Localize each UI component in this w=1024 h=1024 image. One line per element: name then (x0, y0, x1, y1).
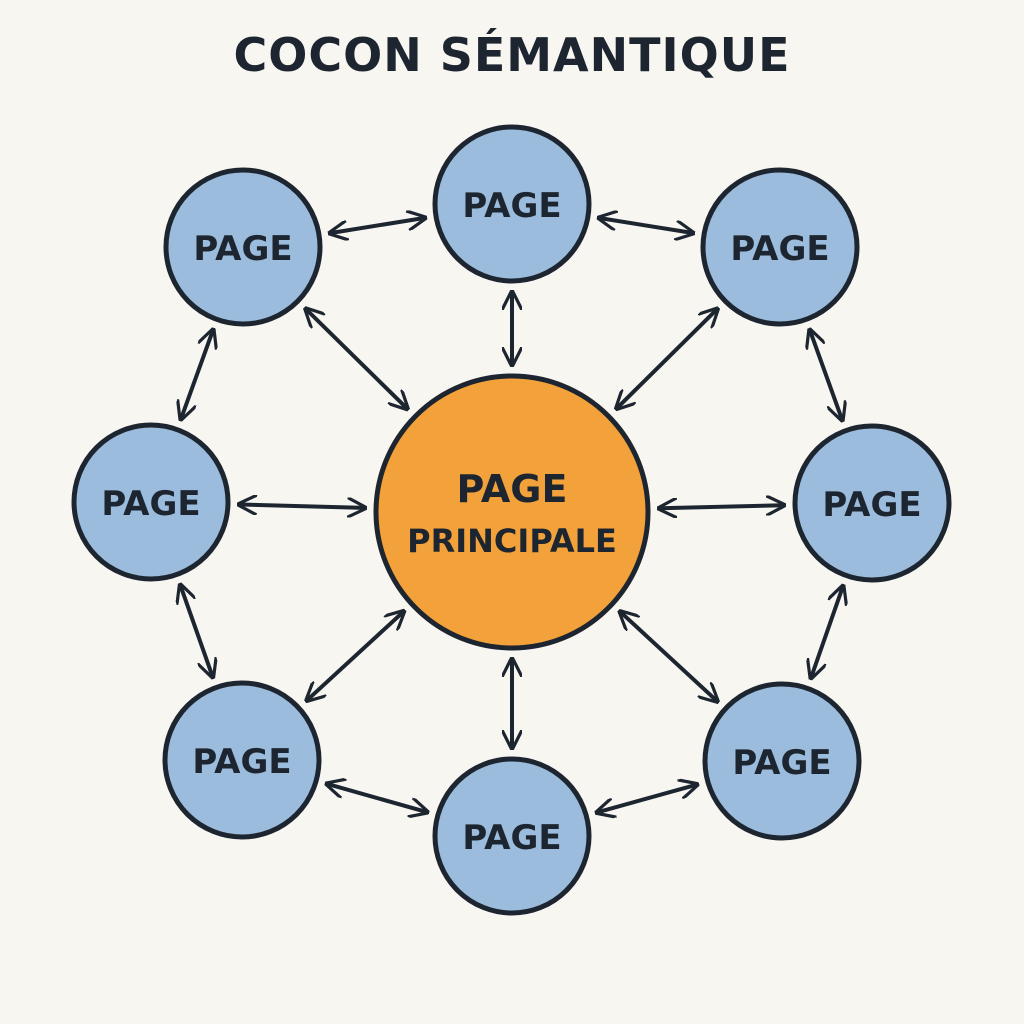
satellite-circle (792, 423, 952, 583)
satellite-node-top-right: PAGE (700, 167, 860, 327)
satellite-circle (432, 124, 592, 284)
satellite-circle (71, 422, 231, 582)
satellite-label: PAGE (462, 186, 561, 226)
ring-arrow-top-right-to-right (810, 331, 842, 419)
ring-arrow-bottom-left-to-left (181, 586, 213, 676)
hub-arrow-bottom-right (621, 612, 717, 700)
center-node-circle (373, 373, 651, 651)
satellite-label: PAGE (462, 818, 561, 858)
satellite-label: PAGE (101, 484, 200, 524)
satellite-label: PAGE (193, 229, 292, 269)
hub-arrow-right (660, 505, 783, 508)
ring-arrow-bottom-right-to-bottom (598, 785, 696, 812)
ring-arrow-bottom-to-bottom-left (328, 784, 427, 812)
satellite-label: PAGE (822, 485, 921, 525)
satellite-circle (162, 680, 322, 840)
satellite-node-bottom-right: PAGE (702, 681, 862, 841)
ring-arrow-top-left-to-top (331, 218, 424, 233)
satellite-node-top: PAGE (432, 124, 592, 284)
satellite-label: PAGE (730, 229, 829, 269)
diagram-title: COCON SÉMANTIQUE (233, 28, 791, 82)
satellite-node-top-left: PAGE (163, 167, 323, 327)
satellite-circle (163, 167, 323, 327)
center-node-label-line2: PRINCIPALE (407, 522, 617, 560)
hub-arrow-left (240, 505, 364, 508)
satellite-node-left: PAGE (71, 422, 231, 582)
satellite-label: PAGE (732, 743, 831, 783)
satellite-circle (432, 756, 592, 916)
hub-arrow-top-right (617, 310, 717, 408)
links-layer (181, 218, 843, 812)
center-node-label-line1: PAGE (457, 467, 568, 511)
satellite-circle (702, 681, 862, 841)
hub-arrow-bottom-left (308, 612, 404, 700)
satellite-node-bottom-left: PAGE (162, 680, 322, 840)
satellite-node-bottom: PAGE (432, 756, 592, 916)
ring-arrow-left-to-top-left (181, 331, 213, 419)
satellite-label: PAGE (192, 742, 291, 782)
center-node: PAGE PRINCIPALE (373, 373, 651, 651)
satellite-node-right: PAGE (792, 423, 952, 583)
satellite-circle (700, 167, 860, 327)
hub-arrow-top-left (306, 310, 406, 409)
ring-arrow-right-to-bottom-right (811, 587, 842, 677)
ring-arrow-top-to-top-right (600, 218, 692, 233)
